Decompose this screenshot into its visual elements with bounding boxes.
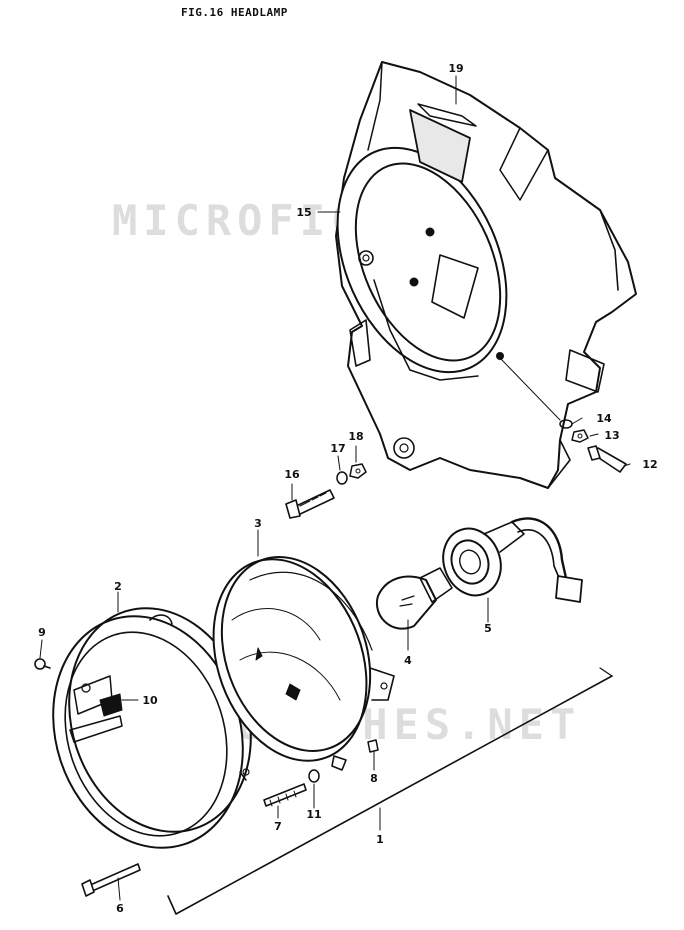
- left-mount-hardware: [285, 463, 367, 519]
- callout-2: 2: [114, 580, 122, 593]
- callout-12: 12: [642, 458, 657, 471]
- callout-18: 18: [348, 430, 363, 443]
- beam-hardware: [308, 739, 379, 783]
- headlamp-housing: [335, 61, 637, 489]
- callout-3: 3: [254, 517, 262, 530]
- callout-11: 11: [306, 808, 321, 821]
- leader-lines: [39, 75, 631, 901]
- callout-5: 5: [484, 622, 492, 635]
- callout-9: 9: [38, 626, 46, 639]
- headlamp-bulb: [375, 567, 453, 630]
- sealed-beam-unit: [212, 556, 395, 771]
- callout-1: 1: [376, 833, 384, 846]
- bulb-socket: [442, 517, 583, 603]
- callout-6: 6: [116, 902, 124, 915]
- callout-14: 14: [596, 412, 612, 425]
- assembly-bracket: [167, 667, 613, 915]
- callout-8: 8: [370, 772, 378, 785]
- callout-4: 4: [404, 654, 412, 667]
- callout-19: 19: [448, 62, 463, 75]
- callout-13: 13: [604, 429, 619, 442]
- callout-17: 17: [330, 442, 345, 455]
- callout-10: 10: [142, 694, 158, 707]
- adjusting-screw: [263, 783, 307, 807]
- rim-screw: [34, 658, 51, 670]
- callout-7: 7: [274, 820, 282, 833]
- figure-title: FIG.16 HEADLAMP: [181, 6, 288, 19]
- long-screw: [81, 863, 141, 897]
- callout-15: 15: [296, 206, 311, 219]
- callout-16: 16: [284, 468, 300, 481]
